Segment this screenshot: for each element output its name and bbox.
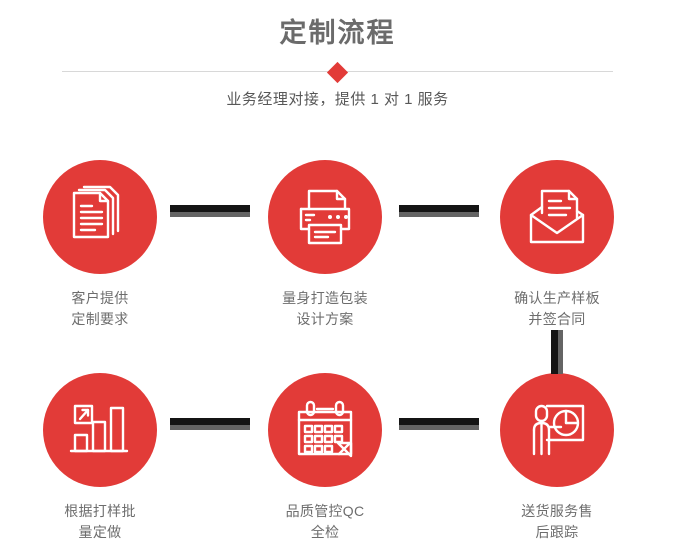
step-4-circle: [43, 373, 157, 487]
step-5-circle: [268, 373, 382, 487]
printer-icon: [293, 185, 357, 249]
connector-bar-gray: [170, 425, 250, 430]
connector-step1-step2: [170, 205, 250, 217]
connector-bar-dark: [399, 418, 479, 425]
header-divider: [62, 61, 613, 83]
documents-stack-icon: [68, 185, 132, 249]
connector-step5-step6: [399, 418, 479, 430]
step-6-circle: [500, 373, 614, 487]
step-2-label: 量身打造包装 设计方案: [282, 290, 368, 327]
connector-bar-dark: [551, 330, 558, 374]
step-1-circle: [43, 160, 157, 274]
connector-bar-gray: [558, 330, 563, 374]
step-3-label: 确认生产样板 并签合同: [514, 290, 600, 327]
step-2-circle: [268, 160, 382, 274]
flow-step-2[interactable]: 量身打造包装 设计方案: [245, 160, 405, 330]
step-6-label: 送货服务售 后跟踪: [521, 503, 593, 540]
connector-bar-gray: [170, 212, 250, 217]
connector-bar-dark: [170, 205, 250, 212]
connector-step2-step3: [399, 205, 479, 217]
step-3-circle: [500, 160, 614, 274]
calendar-icon: [293, 398, 357, 462]
flow-step-5[interactable]: 品质管控QC 全检: [245, 373, 405, 543]
step-5-label: 品质管控QC 全检: [285, 503, 365, 540]
flow-step-6[interactable]: 送货服务售 后跟踪: [477, 373, 637, 543]
connector-bar-gray: [399, 425, 479, 430]
page-title: 定制流程: [279, 18, 396, 48]
flow-step-4[interactable]: 根据打样批 量定做: [20, 373, 180, 543]
page-subtitle: 业务经理对接，提供 1 对 1 服务: [226, 91, 449, 108]
flow-step-1[interactable]: 客户提供 定制要求: [20, 160, 180, 330]
connector-bar-gray: [399, 212, 479, 217]
bar-chart-growth-icon: [68, 398, 132, 462]
flow-step-3[interactable]: 确认生产样板 并签合同: [477, 160, 637, 330]
connector-bar-dark: [399, 205, 479, 212]
connector-step3-step6: [551, 330, 563, 374]
step-4-label: 根据打样批 量定做: [64, 503, 136, 540]
presenter-pie-chart-icon: [525, 398, 589, 462]
envelope-document-icon: [525, 185, 589, 249]
connector-step4-step5: [170, 418, 250, 430]
connector-bar-dark: [170, 418, 250, 425]
step-1-label: 客户提供 定制要求: [71, 290, 129, 327]
header: 定制流程 业务经理对接，提供 1 对 1 服务: [0, 0, 675, 128]
